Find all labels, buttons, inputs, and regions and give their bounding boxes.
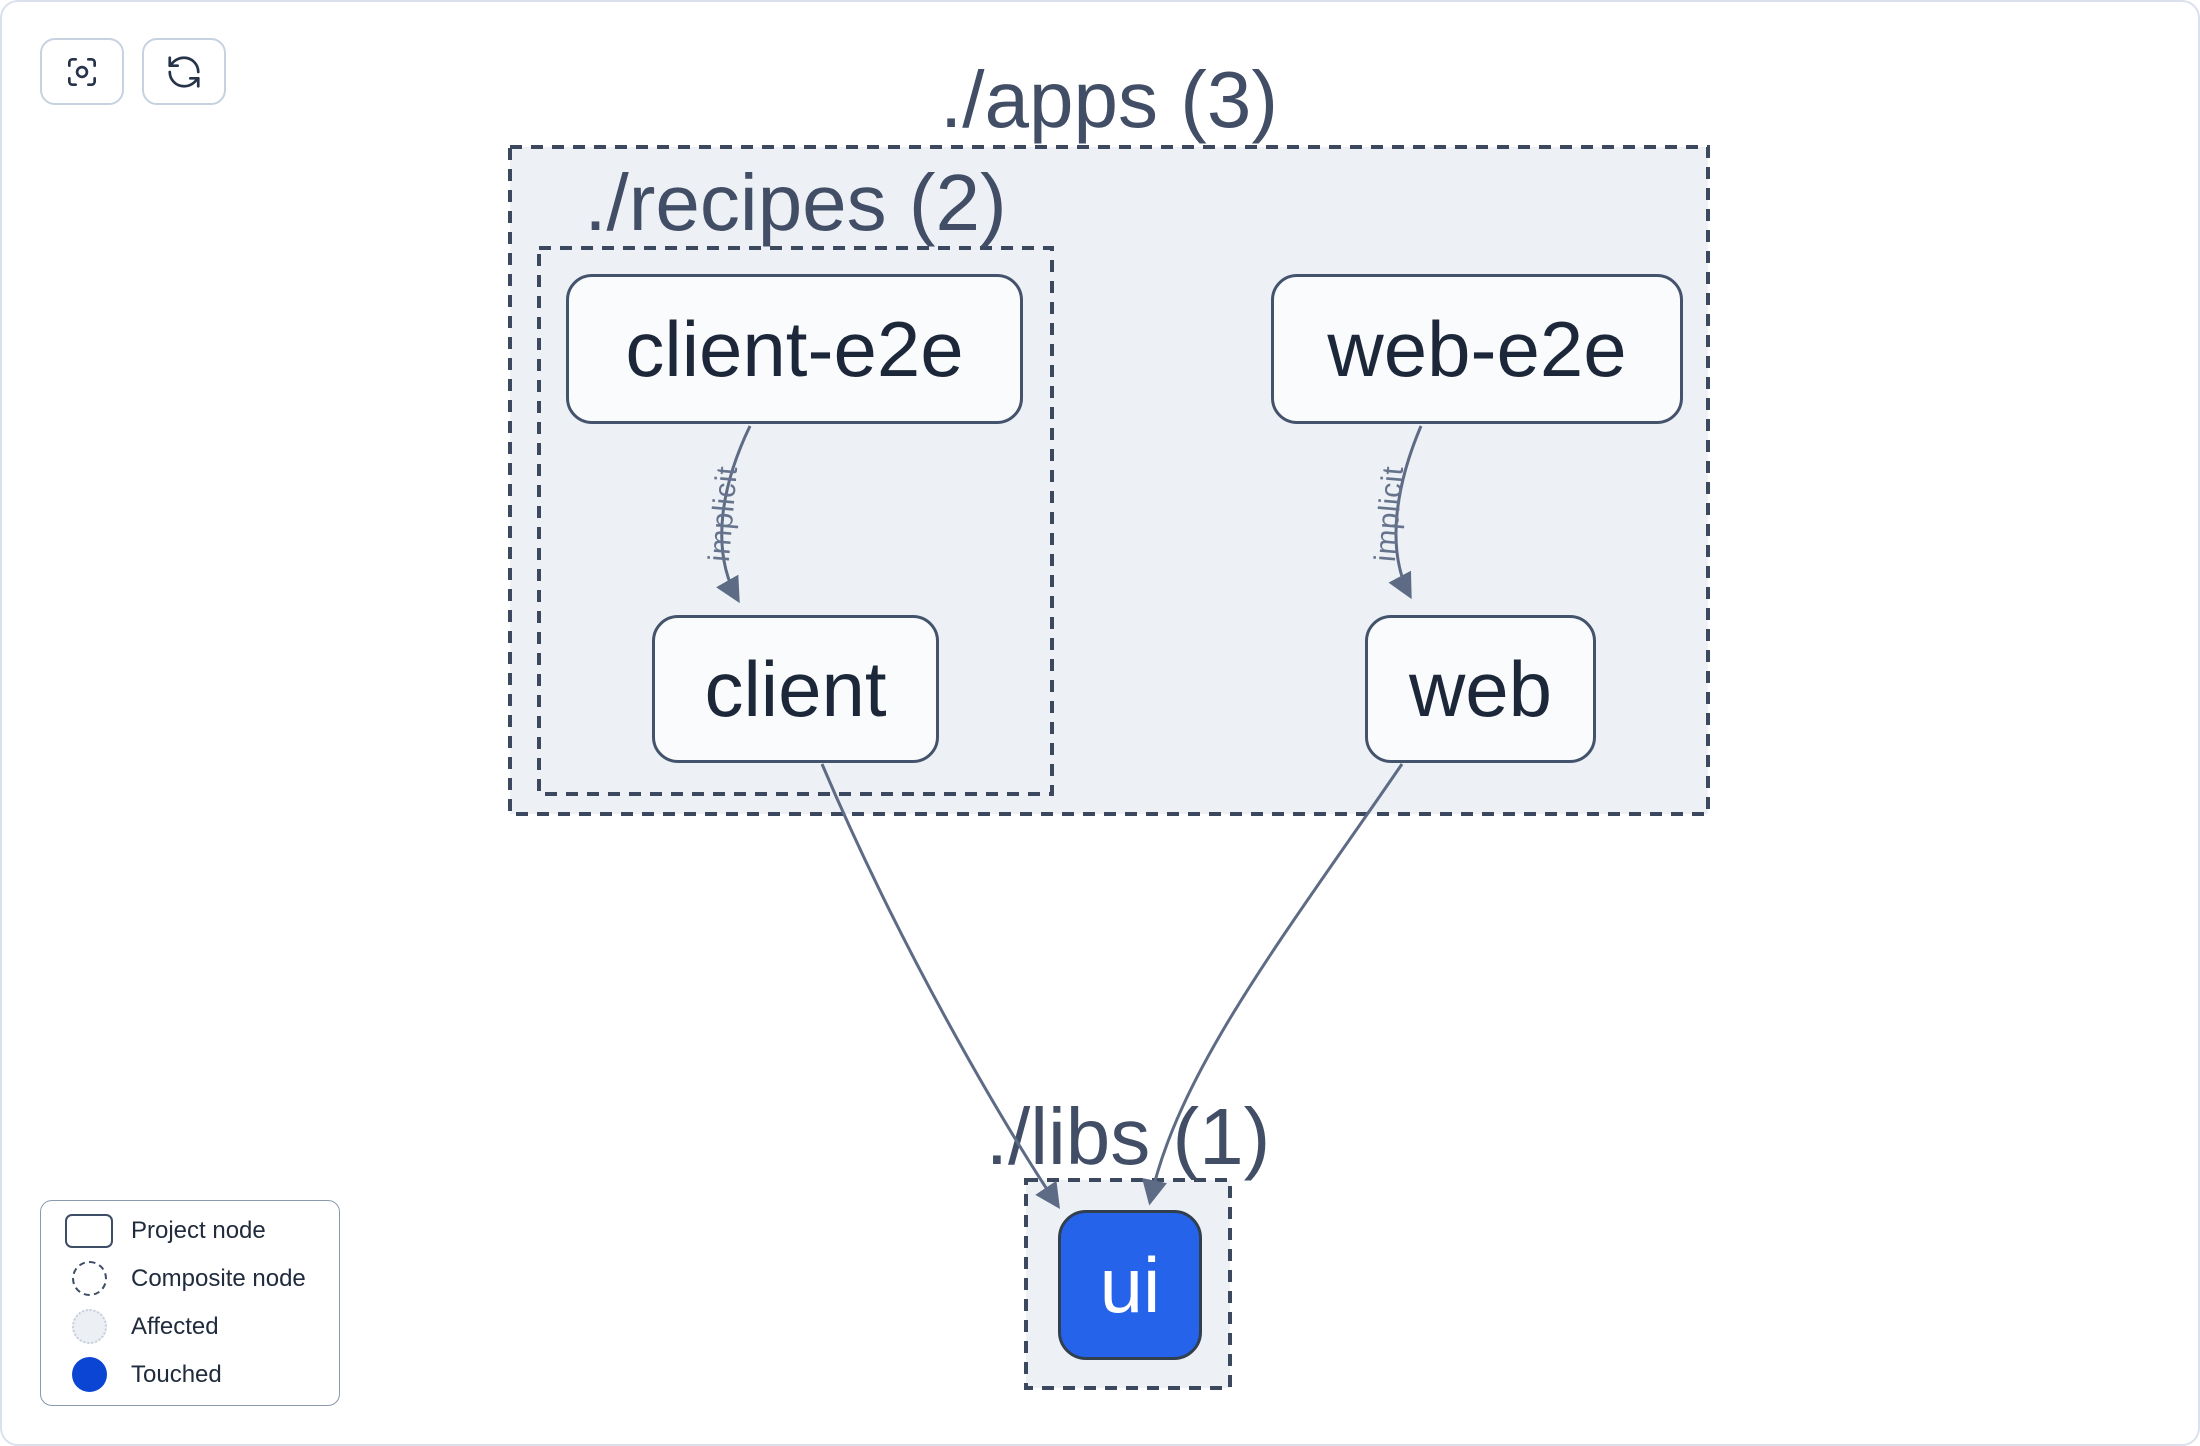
graph-toolbar xyxy=(40,38,226,105)
node-ui-touched[interactable]: ui xyxy=(1058,1210,1202,1360)
project-node-swatch-icon xyxy=(65,1214,113,1248)
legend-label: Touched xyxy=(131,1360,222,1388)
legend-item-project-node: Project node xyxy=(61,1214,319,1248)
focus-icon xyxy=(63,53,101,91)
edge-label-implicit-client: implicit xyxy=(702,464,745,564)
node-web[interactable]: web xyxy=(1365,615,1596,763)
center-view-button[interactable] xyxy=(40,38,124,105)
composite-node-swatch-icon xyxy=(71,1261,107,1296)
group-label-apps: ./apps (3) xyxy=(940,55,1278,144)
node-web-e2e[interactable]: web-e2e xyxy=(1271,274,1683,424)
legend-label: Project node xyxy=(131,1217,266,1244)
legend-item-affected: Affected xyxy=(61,1309,319,1344)
edge-client-to-ui[interactable] xyxy=(820,763,1060,1209)
edge-label-implicit-web: implicit xyxy=(1368,464,1411,564)
affected-swatch-icon xyxy=(71,1309,107,1344)
legend-label: Affected xyxy=(131,1312,219,1340)
refresh-button[interactable] xyxy=(142,38,226,105)
node-client-e2e[interactable]: client-e2e xyxy=(566,274,1023,424)
refresh-icon xyxy=(165,53,203,91)
touched-swatch-icon xyxy=(71,1357,107,1392)
edge-web-to-ui[interactable] xyxy=(1141,763,1404,1206)
graph-legend: Project node Composite node Affected Tou… xyxy=(40,1200,340,1406)
group-label-recipes: ./recipes (2) xyxy=(584,158,1007,247)
legend-item-composite-node: Composite node xyxy=(61,1261,319,1296)
edge-web-e2e-to-web[interactable] xyxy=(1388,425,1423,600)
node-client[interactable]: client xyxy=(652,615,939,763)
legend-label: Composite node xyxy=(131,1264,306,1292)
legend-item-touched: Touched xyxy=(61,1357,319,1392)
edge-client-e2e-to-client[interactable] xyxy=(716,425,752,604)
